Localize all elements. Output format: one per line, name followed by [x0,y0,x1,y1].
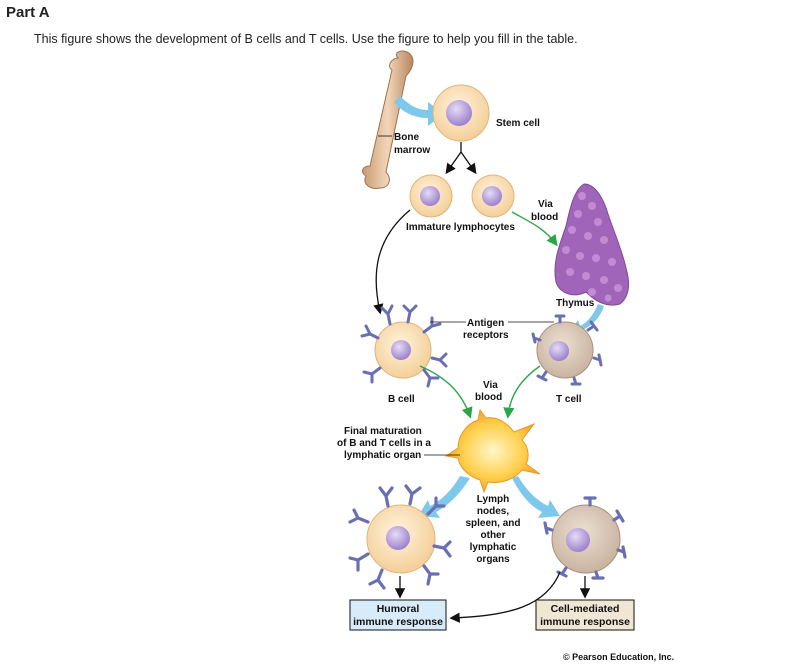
antigen-label: Antigen [467,318,504,329]
blood-label-1: blood [531,212,558,223]
t-cell-top [536,321,594,379]
bcell-to-organ-green-arrow [419,365,473,419]
cell-mediated-line1: Cell-mediated [551,603,620,615]
bone-label: Bone [394,132,419,143]
bone-to-stem-arrow [394,96,444,126]
copyright-credit: © Pearson Education, Inc. [563,652,675,662]
b-cell-top-receptors [360,304,448,388]
thymus-illustration [554,183,629,306]
part-title: Part A [6,4,50,21]
immature-lymphocyte-right [471,174,515,218]
stem-cell-label: Stem cell [496,118,540,129]
to-thymus-green-arrow [511,211,558,247]
organ-to-tcell-blue-arrow [512,476,560,518]
stem-split-left-arrow [445,142,462,175]
immature-lymphocyte-left [409,174,453,218]
via-label-2: Via [483,380,498,391]
final-maturation-line1: Final maturation [344,426,422,437]
b-cell-top [374,321,432,379]
organs-label-4: other [481,530,506,541]
b-cell-label: B cell [388,394,415,405]
b-cell-bottom-receptors [348,484,452,590]
t-cell-top-receptors [531,314,603,386]
blood-label-2: blood [475,392,502,403]
question-prompt: This figure shows the development of B c… [34,32,578,46]
b-cell-bottom [366,504,436,574]
humoral-line1: Humoral [377,603,420,615]
stem-split-right-arrow [460,151,477,175]
organs-label-1: Lymph [477,494,509,505]
organ-to-bcell-blue-arrow [418,476,470,518]
stem-cell [432,84,490,142]
humoral-response-box: Humoral immune response [349,599,447,631]
humoral-line2: immune response [353,616,443,628]
t-cell-label: T cell [556,394,582,405]
t-cell-bottom-receptors [543,496,627,580]
organs-label-3: spleen, and [465,518,520,529]
final-maturation-line2: of B and T cells in a [337,438,431,449]
marrow-label: marrow [394,145,430,156]
final-maturation-line3: lymphatic organ [344,450,421,461]
cellmediated-to-humoral-arrow [449,571,561,623]
receptors-label: receptors [463,330,509,341]
immature-lymphocytes-label: Immature lymphocytes [406,222,515,233]
cell-mediated-line2: immune response [540,616,630,628]
organs-label-6: organs [476,554,510,565]
to-bcell-black-arrow [373,209,411,315]
bone-illustration [362,50,414,189]
thymus-label: Thymus [556,298,595,309]
organs-label-5: lymphatic [470,542,517,553]
organs-label-2: nodes, [477,506,509,517]
lymphatic-organ-illustration [444,408,541,494]
t-cell-bottom [551,504,621,574]
tcell-to-organ-green-arrow [503,365,541,419]
via-label-1: Via [538,199,553,210]
cell-mediated-response-box: Cell-mediated immune response [535,599,635,631]
